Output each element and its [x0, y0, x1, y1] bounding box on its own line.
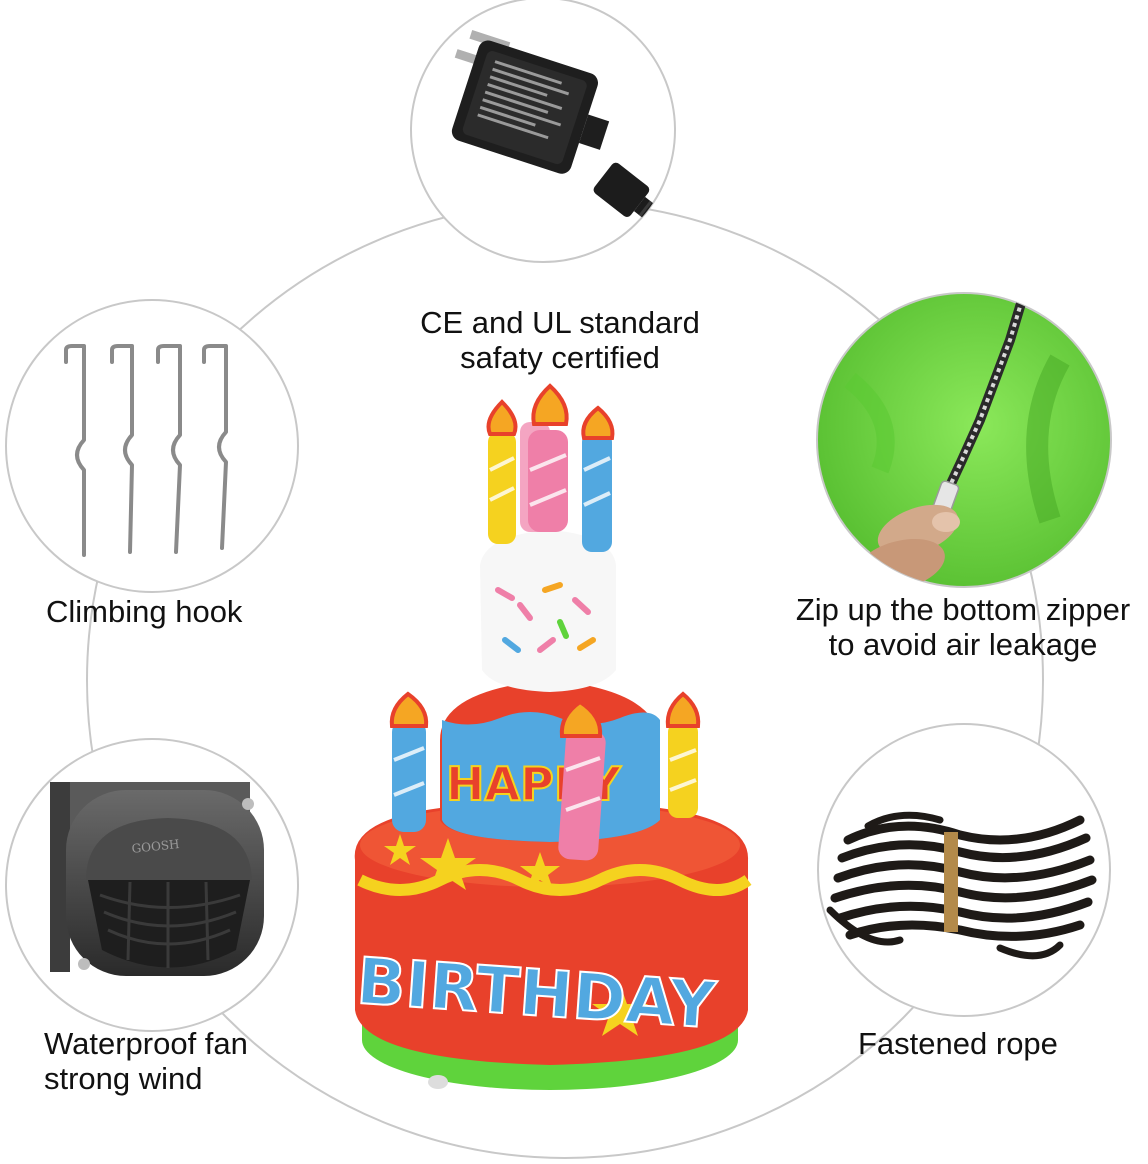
- caption-line: Fastened rope: [858, 1026, 1058, 1061]
- caption-line: to avoid air leakage: [828, 627, 1098, 662]
- caption-line: Waterproof fan: [44, 1026, 248, 1061]
- rope-coil-icon: [817, 723, 1111, 1017]
- blower-fan-icon: GOOSH: [5, 738, 299, 1032]
- zipper-icon: [816, 292, 1112, 588]
- inflatable-birthday-cake-icon: BIRTHDAY HAPPY: [353, 383, 752, 1090]
- feature-caption-power: CE and UL standard safaty certified: [380, 305, 740, 375]
- caption-line: strong wind: [44, 1061, 203, 1096]
- feature-caption-fan: Waterproof fan strong wind: [44, 1026, 248, 1096]
- power-adapter-icon: [410, 0, 676, 263]
- feature-caption-zipper: Zip up the bottom zipper to avoid air le…: [780, 592, 1146, 662]
- caption-line: CE and UL standard: [420, 305, 700, 340]
- feature-caption-hook: Climbing hook: [46, 594, 242, 629]
- fan-brand-text: GOOSH: [131, 837, 180, 856]
- caption-line: Climbing hook: [46, 594, 243, 629]
- ground-stake-hooks-icon: [5, 299, 299, 593]
- caption-line: Zip up the bottom zipper: [795, 592, 1131, 627]
- caption-line: safaty certified: [460, 340, 660, 375]
- feature-caption-rope: Fastened rope: [858, 1026, 1058, 1061]
